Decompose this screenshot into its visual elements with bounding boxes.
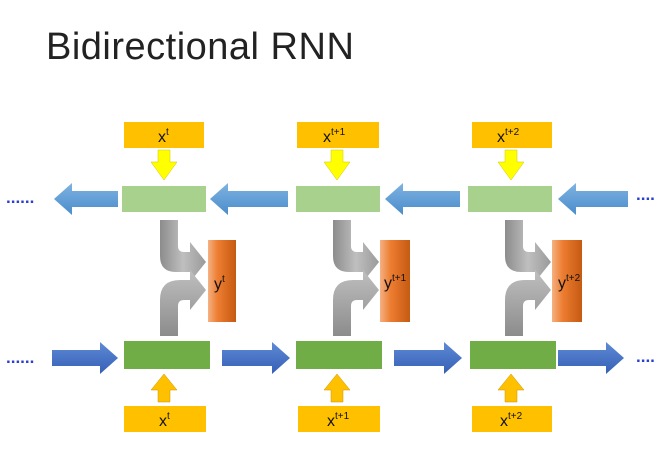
input-arrow-up-icon — [323, 373, 351, 403]
input-box-top — [124, 122, 204, 148]
merge-arrow-from-backward-icon — [333, 220, 379, 282]
forward-arrow-icon — [52, 342, 118, 374]
forward-arrow-icon — [222, 342, 290, 374]
time-step-3: xt+2 yt+2 xt+2 — [468, 122, 582, 432]
output-box — [208, 240, 236, 322]
input-label-top: xt+2 — [497, 127, 520, 146]
merge-arrow-from-backward-icon — [505, 220, 551, 282]
input-box-top — [297, 122, 379, 148]
backward-arrow-icon — [210, 183, 288, 215]
continuation-dots-right-top: .... — [636, 185, 655, 204]
merge-arrow-from-backward-icon — [160, 220, 206, 282]
output-label: yt — [214, 274, 225, 293]
backward-cell — [122, 186, 206, 212]
input-label-bottom: xt — [159, 411, 170, 430]
input-arrow-up-icon — [150, 373, 178, 403]
input-arrow-down-icon — [497, 149, 525, 181]
continuation-dots-right-bottom: .... — [636, 347, 655, 366]
slide-title: Bidirectional RNN — [46, 26, 355, 68]
time-step-2: xt+1 yt+1 xt+1 — [296, 122, 410, 432]
continuation-dots-left-top: ...... — [6, 188, 34, 207]
input-label-bottom: xt+2 — [500, 411, 523, 430]
backward-cell — [468, 186, 552, 212]
backward-arrow-icon — [385, 183, 460, 215]
input-arrow-up-icon — [497, 373, 525, 403]
forward-cell — [296, 341, 382, 369]
input-label-top: xt+1 — [323, 127, 346, 146]
input-box-bottom — [472, 406, 552, 432]
merge-arrow-from-forward-icon — [333, 270, 379, 336]
input-box-top — [472, 122, 552, 148]
output-label: yt+2 — [558, 273, 581, 292]
output-box — [380, 240, 410, 322]
input-arrow-down-icon — [150, 149, 178, 181]
backward-arrow-icon — [558, 183, 628, 215]
input-arrow-down-icon — [323, 149, 351, 181]
input-box-bottom — [298, 406, 380, 432]
time-step-1: xt yt xt — [122, 122, 236, 432]
forward-cell — [124, 341, 210, 369]
merge-arrow-from-forward-icon — [160, 270, 206, 336]
backward-arrows — [54, 183, 628, 215]
forward-arrows — [52, 342, 624, 374]
forward-arrow-icon — [394, 342, 462, 374]
input-label-bottom: xt+1 — [327, 411, 350, 430]
forward-cell — [470, 341, 556, 369]
forward-arrow-icon — [558, 342, 624, 374]
output-box — [552, 240, 582, 322]
output-label: yt+1 — [384, 273, 407, 292]
backward-cell — [296, 186, 380, 212]
backward-arrow-icon — [54, 183, 118, 215]
input-box-bottom — [124, 406, 206, 432]
input-label-top: xt — [158, 127, 169, 146]
merge-arrow-from-forward-icon — [505, 270, 551, 336]
continuation-dots-left-bottom: ...... — [6, 348, 34, 367]
